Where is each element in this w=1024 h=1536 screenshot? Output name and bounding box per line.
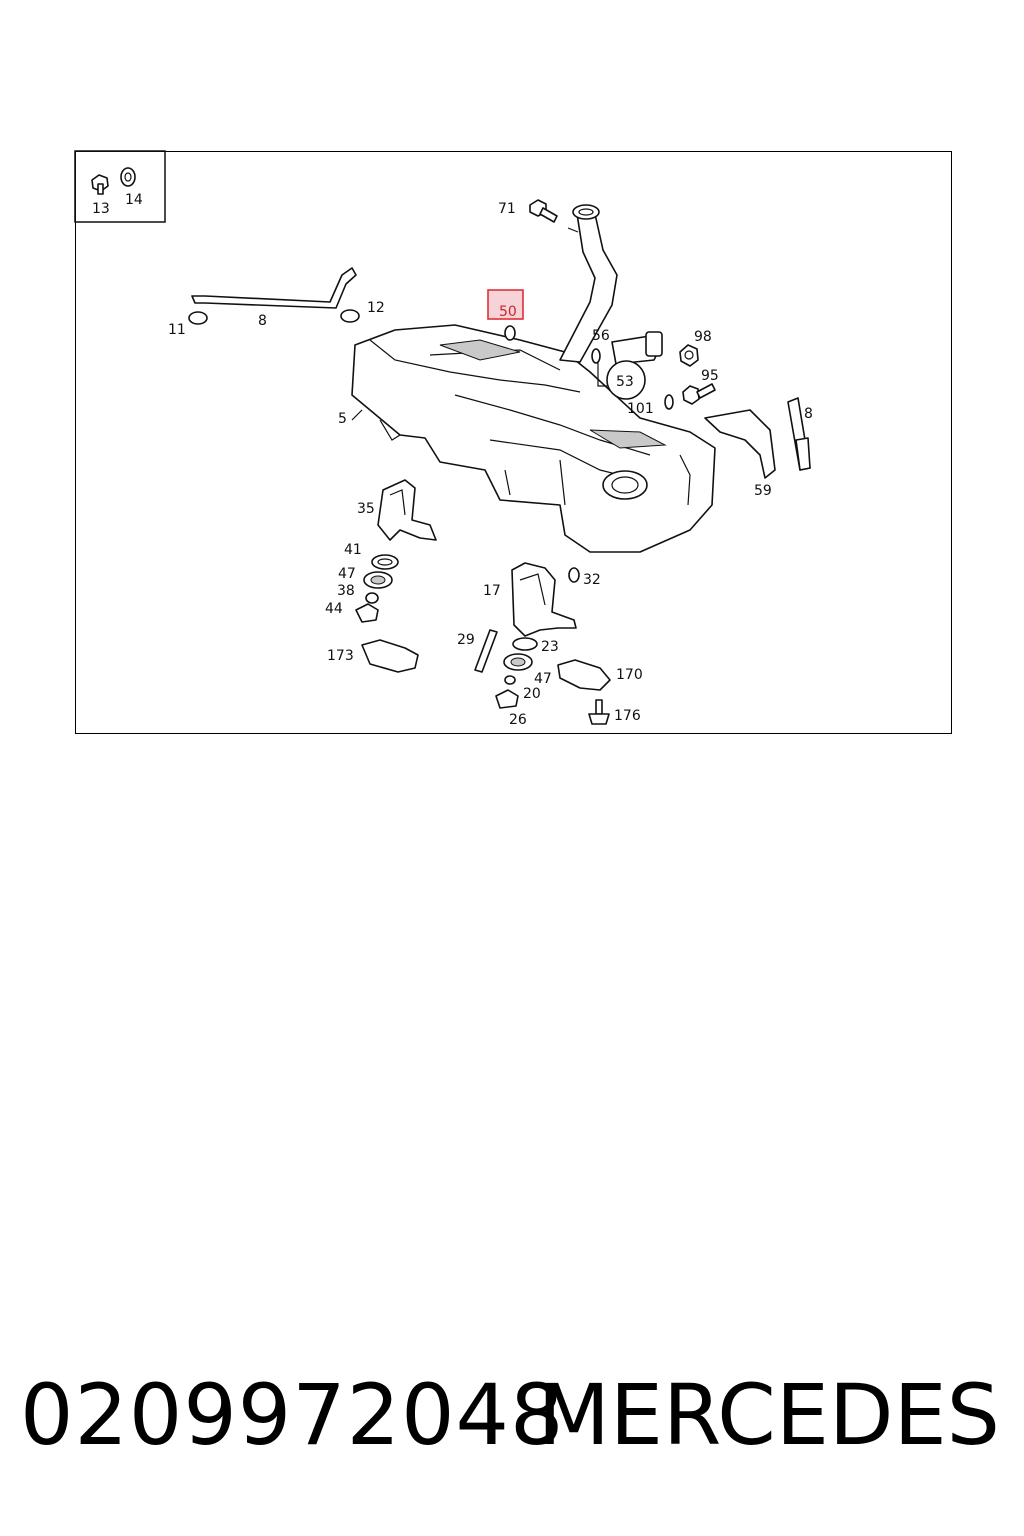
footer: 0209972048 MERCEDES bbox=[0, 1360, 1024, 1480]
bolt-icon bbox=[91, 174, 109, 195]
callout-38: 38 bbox=[337, 583, 355, 599]
callout-95: 95 bbox=[701, 368, 719, 384]
callout-50: 50 bbox=[499, 304, 517, 320]
o-ring-50 bbox=[504, 325, 516, 341]
heat-shield-59 bbox=[704, 409, 776, 479]
callout-53: 53 bbox=[616, 374, 634, 390]
callout-44: 44 bbox=[325, 601, 343, 617]
pump-unit-35 bbox=[355, 479, 437, 623]
callout-13: 13 bbox=[92, 201, 110, 217]
callout-35: 35 bbox=[357, 501, 375, 517]
callout-8-right: 8 bbox=[804, 406, 813, 422]
ring-101 bbox=[664, 394, 674, 410]
callout-47-left: 47 bbox=[338, 566, 356, 582]
bolt-95 bbox=[682, 383, 716, 405]
callout-41: 41 bbox=[344, 542, 362, 558]
callout-56: 56 bbox=[592, 328, 610, 344]
callout-11: 11 bbox=[168, 322, 186, 338]
strap-left bbox=[188, 267, 360, 325]
screw-176 bbox=[588, 699, 610, 725]
rod-29 bbox=[474, 629, 498, 673]
strap-right bbox=[787, 397, 811, 471]
callout-71: 71 bbox=[498, 201, 516, 217]
pump-unit-17 bbox=[495, 562, 577, 709]
callout-170: 170 bbox=[616, 667, 643, 683]
callout-26: 26 bbox=[509, 712, 527, 728]
filler-neck bbox=[559, 204, 618, 363]
brand-name: MERCEDES bbox=[537, 1366, 1000, 1464]
callout-98: 98 bbox=[694, 329, 712, 345]
washer-icon bbox=[120, 167, 136, 187]
fuel-tank bbox=[351, 324, 716, 553]
callout-17: 17 bbox=[483, 583, 501, 599]
callout-14: 14 bbox=[125, 192, 143, 208]
valve-53 bbox=[591, 331, 663, 400]
nut-98 bbox=[679, 344, 699, 367]
callout-47-right: 47 bbox=[534, 671, 552, 687]
callout-23: 23 bbox=[541, 639, 559, 655]
diagram-frame bbox=[75, 151, 952, 734]
callout-101: 101 bbox=[627, 401, 654, 417]
o-ring-32 bbox=[568, 567, 580, 583]
callout-173: 173 bbox=[327, 648, 354, 664]
callout-5: 5 bbox=[338, 411, 347, 427]
inset-box bbox=[74, 150, 166, 223]
cover-173 bbox=[361, 639, 419, 673]
cover-170 bbox=[557, 659, 611, 691]
bolt-71-icon bbox=[529, 199, 558, 223]
callout-29: 29 bbox=[457, 632, 475, 648]
callout-32: 32 bbox=[583, 572, 601, 588]
callout-176: 176 bbox=[614, 708, 641, 724]
part-number: 0209972048 bbox=[20, 1366, 565, 1464]
callout-8-left: 8 bbox=[258, 313, 267, 329]
callout-12: 12 bbox=[367, 300, 385, 316]
callout-59: 59 bbox=[754, 483, 772, 499]
callout-20: 20 bbox=[523, 686, 541, 702]
highlight-box-50 bbox=[487, 289, 524, 320]
